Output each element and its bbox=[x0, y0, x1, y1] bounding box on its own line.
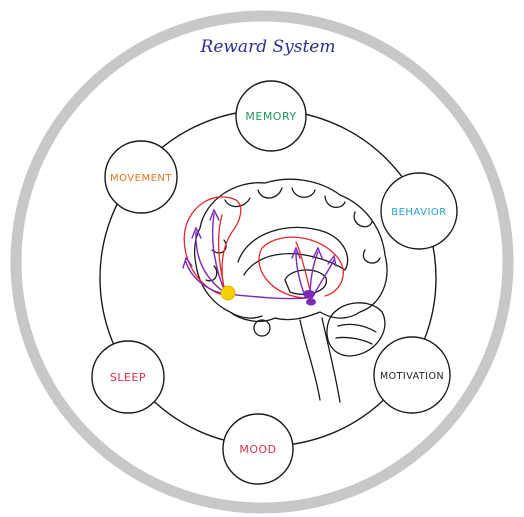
nucleus-dot-2 bbox=[306, 299, 316, 306]
node-mood-label: MOOD bbox=[239, 443, 276, 456]
vta-dot bbox=[221, 286, 235, 300]
node-behavior-label: BEHAVIOR bbox=[391, 207, 447, 218]
dopamine-pathway-red bbox=[184, 197, 343, 298]
nucleus-dot bbox=[303, 290, 315, 298]
node-memory-label: MEMORY bbox=[245, 110, 296, 123]
node-movement: MOVEMENT bbox=[105, 141, 177, 213]
node-mood: MOOD bbox=[223, 414, 293, 484]
node-movement-label: MOVEMENT bbox=[110, 173, 172, 184]
diagram-title: Reward System bbox=[200, 37, 336, 57]
node-behavior: BEHAVIOR bbox=[381, 173, 457, 249]
node-motivation: MOTIVATION bbox=[374, 337, 450, 413]
node-memory: MEMORY bbox=[236, 81, 306, 151]
node-motivation-label: MOTIVATION bbox=[380, 371, 444, 382]
node-sleep-label: SLEEP bbox=[110, 371, 146, 384]
node-sleep: SLEEP bbox=[92, 341, 164, 413]
